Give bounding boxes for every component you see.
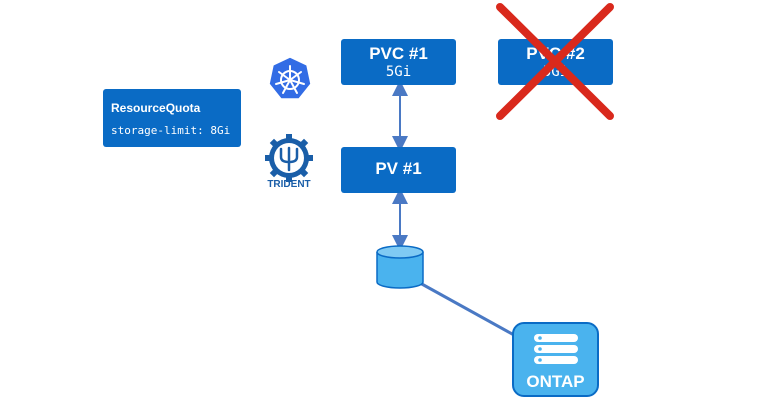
- resource-quota-title: ResourceQuota: [111, 101, 201, 115]
- resource-quota-spec: storage-limit: 8Gi: [111, 124, 231, 137]
- resource-quota-box: ResourceQuota storage-limit: 8Gi: [103, 89, 241, 147]
- server-stack-icon: [534, 334, 578, 364]
- pvc1-title: PVC #1: [369, 44, 428, 63]
- pvc1-box: PVC #1 5Gi: [341, 39, 456, 85]
- pvc1-size: 5Gi: [385, 64, 412, 80]
- ontap-storage: ONTAP: [512, 322, 599, 397]
- pvc2-box: PVC #2 5Gi: [498, 39, 613, 85]
- pv1-title: PV #1: [375, 159, 422, 178]
- volume-ontap-connector: [419, 281, 515, 337]
- pv1-box: PV #1: [341, 147, 456, 193]
- ontap-label: ONTAP: [526, 372, 585, 391]
- trident-label: TRIDENT: [267, 179, 311, 190]
